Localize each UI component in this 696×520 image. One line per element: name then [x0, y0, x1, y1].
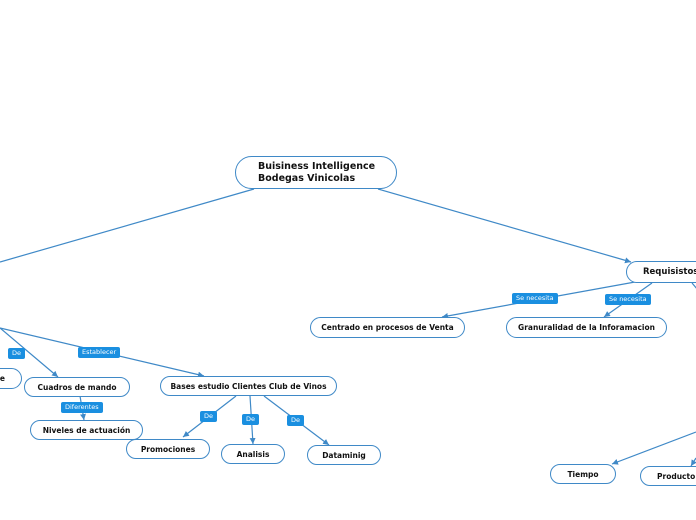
node-partial-left[interactable]: e — [0, 368, 22, 389]
root-title-line2: Bodegas Vinicolas — [258, 172, 356, 184]
node-analisis-label: Analisis — [236, 449, 270, 459]
tag-se-necesita-granuralidad: Se necesita — [605, 294, 651, 305]
node-bases-estudio-label: Bases estudio Clientes Club de Vinos — [170, 381, 327, 391]
edge-root-left — [0, 188, 255, 263]
edge-offscreen-tiempo — [611, 431, 696, 465]
node-producto[interactable]: Producto — [640, 466, 696, 486]
node-producto-label: Producto — [657, 471, 696, 481]
tag-de-promociones: De — [200, 411, 218, 422]
node-granuralidad[interactable]: Granuralidad de la Inforamacion — [506, 317, 667, 338]
root-node[interactable]: Buisiness Intelligence Bodegas Vinicolas — [235, 156, 397, 189]
node-tiempo-label: Tiempo — [567, 469, 599, 479]
tag-establecer: Establecer — [78, 347, 121, 358]
node-centrado-ventas-label: Centrado en procesos de Venta — [321, 323, 454, 332]
node-dataminig[interactable]: Dataminig — [307, 445, 381, 465]
edge-req-offscreen — [691, 282, 696, 289]
node-analisis[interactable]: Analisis — [221, 444, 285, 464]
root-title-line1: Buisiness Intelligence — [258, 160, 376, 172]
node-granuralidad-label: Granuralidad de la Inforamacion — [518, 323, 655, 332]
tag-de-analisis: De — [242, 414, 260, 425]
node-niveles-actuacion-label: Niveles de actuación — [42, 425, 131, 435]
tag-de-cuadros: De — [8, 348, 26, 359]
node-dataminig-label: Dataminig — [322, 450, 366, 460]
node-cuadros-de-mando-label: Cuadros de mando — [37, 382, 117, 392]
node-niveles-actuacion[interactable]: Niveles de actuación — [30, 420, 143, 440]
node-bases-estudio[interactable]: Bases estudio Clientes Club de Vinos — [160, 376, 337, 396]
edge-root-requisitos — [377, 188, 632, 264]
edge-left-cuadros — [0, 327, 59, 378]
node-promociones-label: Promociones — [140, 444, 196, 454]
tag-de-dataminig: De — [287, 415, 305, 426]
tag-diferentes: Diferentes — [61, 402, 103, 413]
node-requisitos[interactable]: Requisistos — [626, 261, 696, 283]
node-requisitos-label: Requisistos — [643, 267, 696, 277]
node-partial-left-label: e — [0, 374, 5, 383]
node-cuadros-de-mando[interactable]: Cuadros de mando — [24, 377, 130, 397]
node-promociones[interactable]: Promociones — [126, 439, 210, 459]
edge-offscreen-producto — [690, 457, 696, 467]
node-tiempo[interactable]: Tiempo — [550, 464, 616, 484]
tag-se-necesita-centrado: Se necesita — [512, 293, 558, 304]
node-centrado-ventas[interactable]: Centrado en procesos de Venta — [310, 317, 465, 338]
